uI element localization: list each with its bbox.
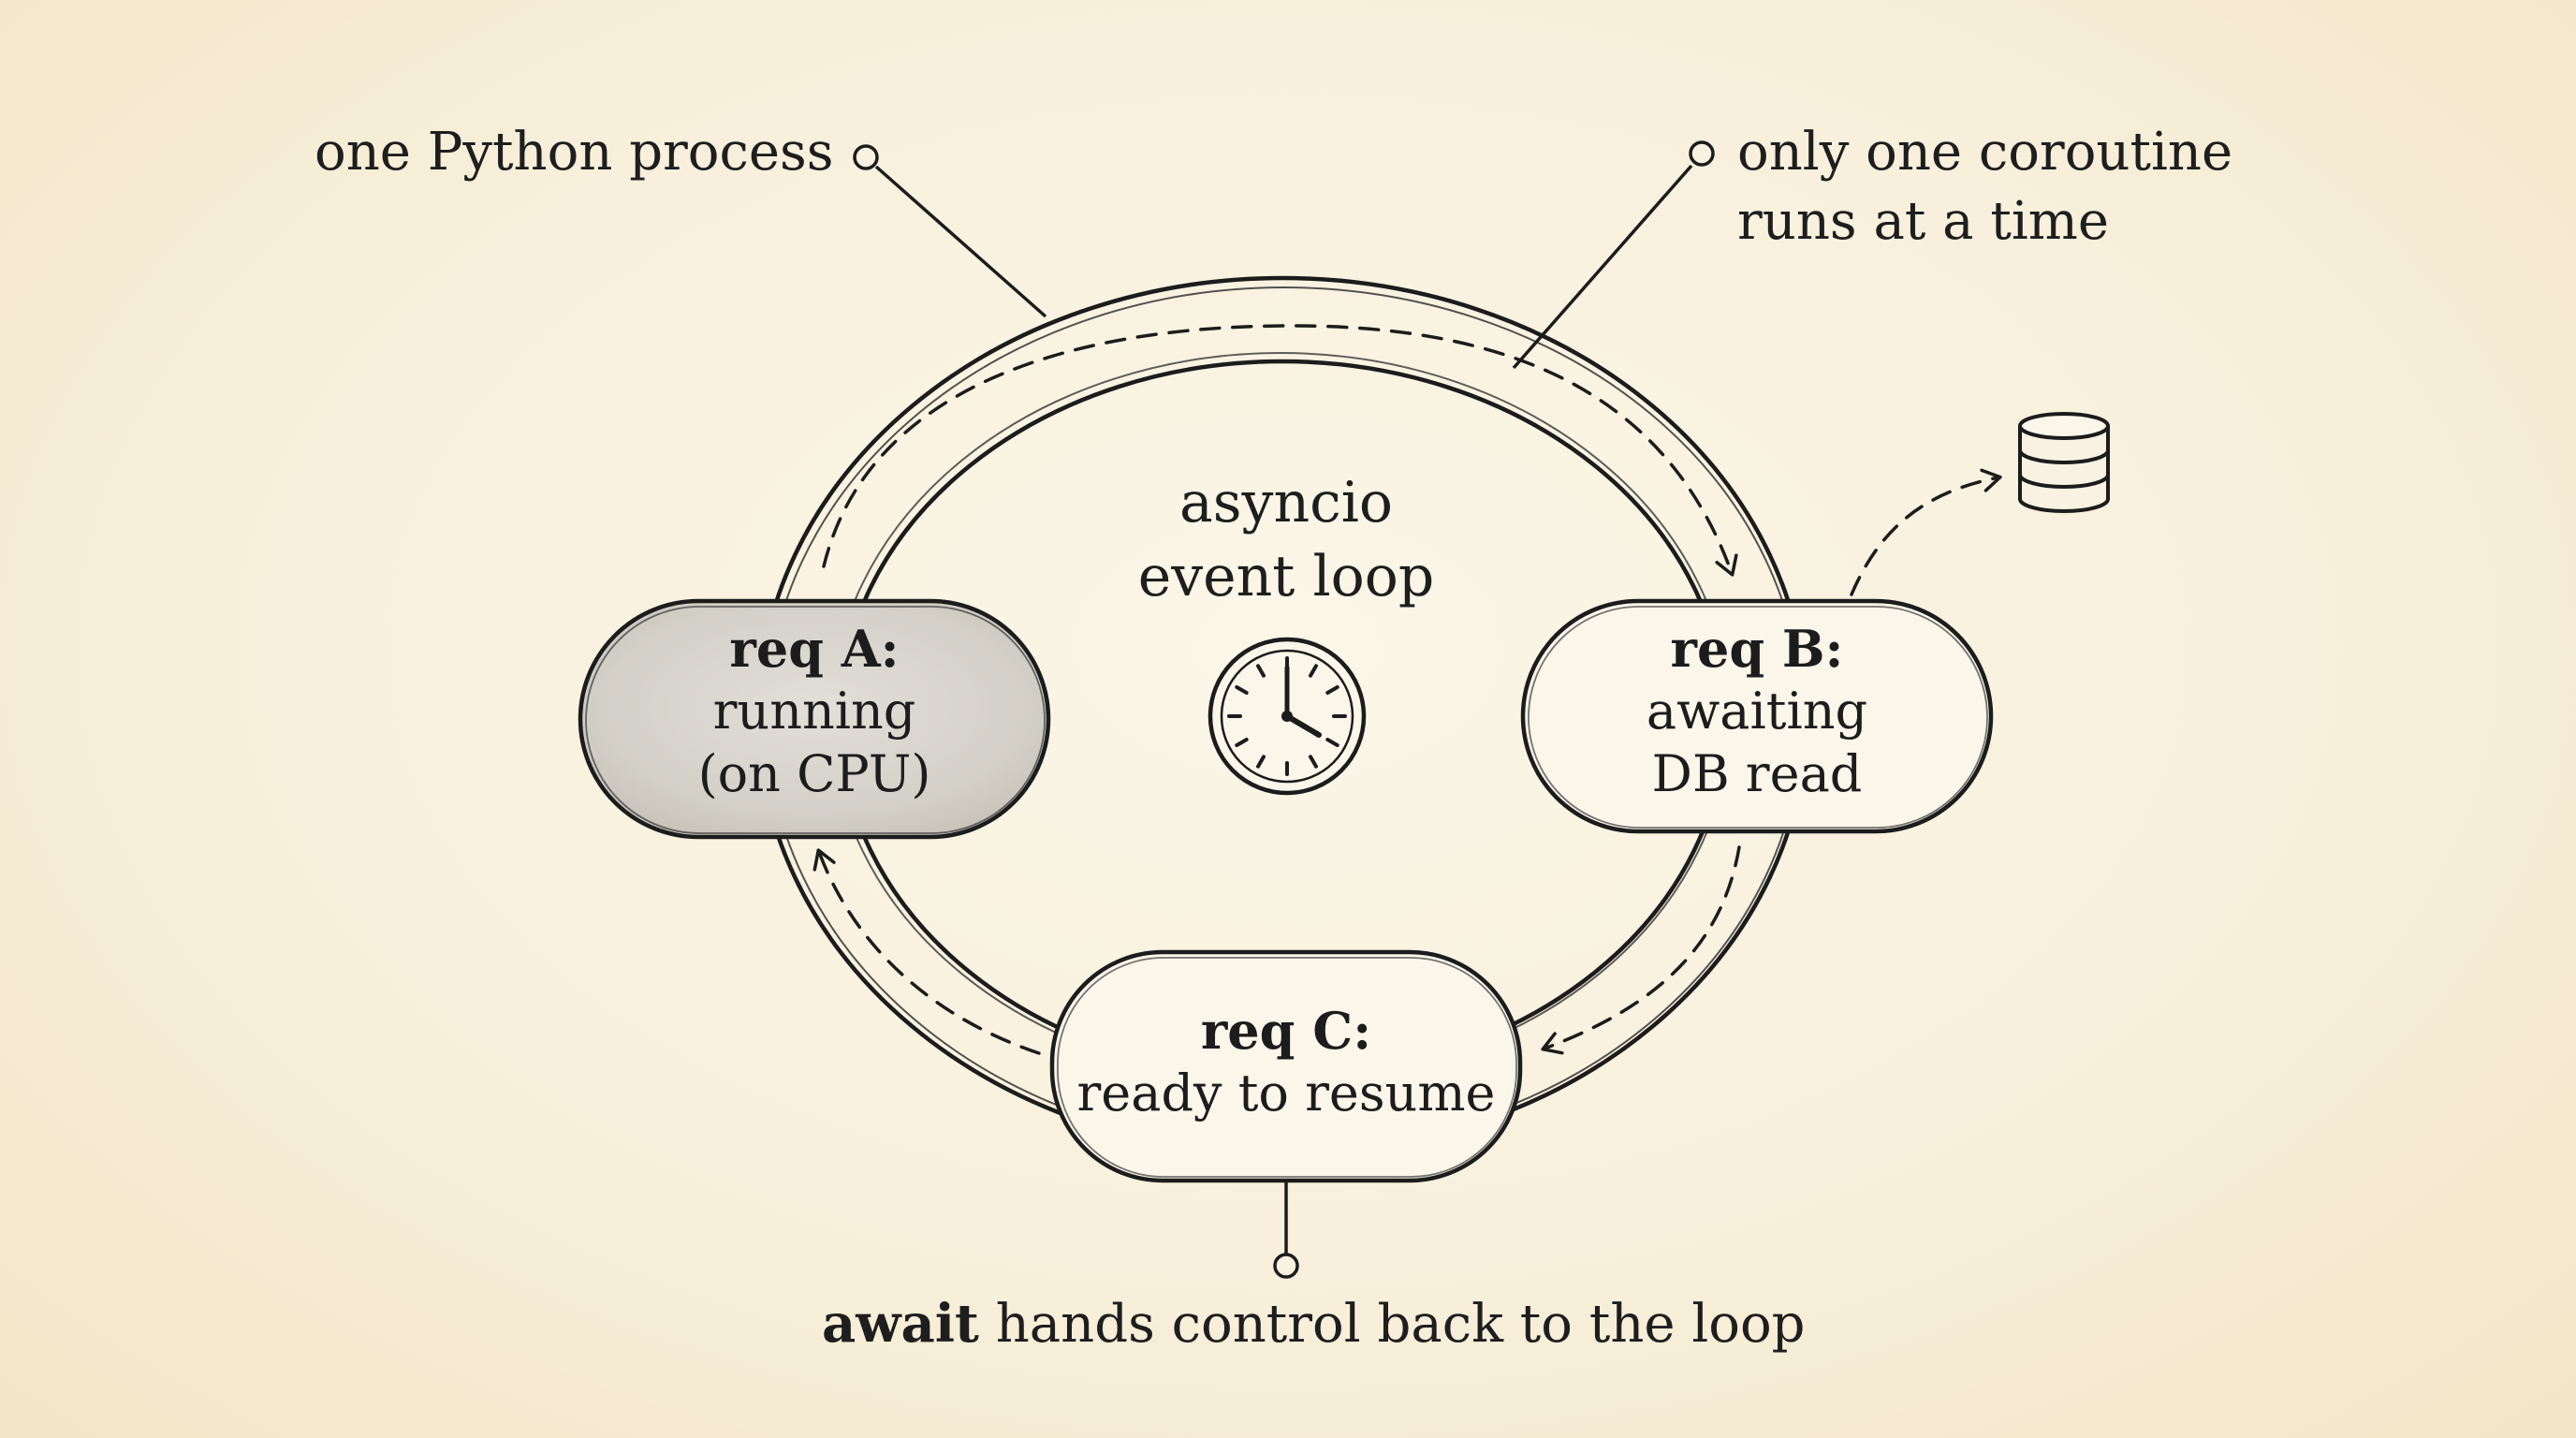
req-c-status: ready to resume [1076,1063,1496,1123]
pill-req-a [578,598,1051,840]
req-b-title: req B: [1670,619,1844,679]
flow-arrow-b-to-db [1850,468,2002,596]
process-annotation: one Python process [315,122,834,183]
event-loop-label-line-2: event loop [1137,544,1435,610]
callout-leaders [853,140,1715,1279]
req-c-title: req C: [1200,1001,1372,1061]
flow-arrow-c-to-a [812,848,1041,1055]
req-a-detail: (on CPU) [697,743,931,803]
req-b-status: awaiting [1646,681,1868,741]
await-callout-dot [1273,1253,1299,1279]
req-a-label: req A: running (on CPU) [580,618,1048,806]
coroutine-annotation: only one coroutine runs at a time [1737,118,2232,257]
req-c-label: req C: ready to resume [1052,1000,1520,1125]
flow-arrow-a-to-b [822,324,1738,577]
await-keyword: await [822,1293,979,1355]
req-a-title: req A: [729,619,900,679]
coroutine-annotation-line-1: only one coroutine [1737,122,2233,183]
flow-arrows [812,324,2002,1055]
event-loop-label: asyncio event loop [1099,466,1473,614]
coroutine-annotation-line-2: runs at a time [1737,190,2109,252]
process-callout-dot [853,144,879,170]
flow-arrow-b-to-c [1541,845,1741,1055]
coroutine-callout-line [1512,164,1693,370]
req-b-label: req B: awaiting DB read [1523,618,1991,806]
database-icon [2018,412,2110,513]
req-a-status: running [712,681,916,741]
pill-req-c [1049,949,1523,1183]
coroutine-callout-dot [1689,140,1715,167]
clock-icon [1208,637,1367,796]
process-callout-line [874,165,1047,318]
event-loop-label-line-1: asyncio [1178,470,1394,536]
await-annotation: await hands control back to the loop [822,1290,1806,1359]
pill-req-b [1520,598,1994,834]
req-b-detail: DB read [1651,743,1863,803]
await-annotation-rest: hands control back to the loop [978,1294,1806,1355]
